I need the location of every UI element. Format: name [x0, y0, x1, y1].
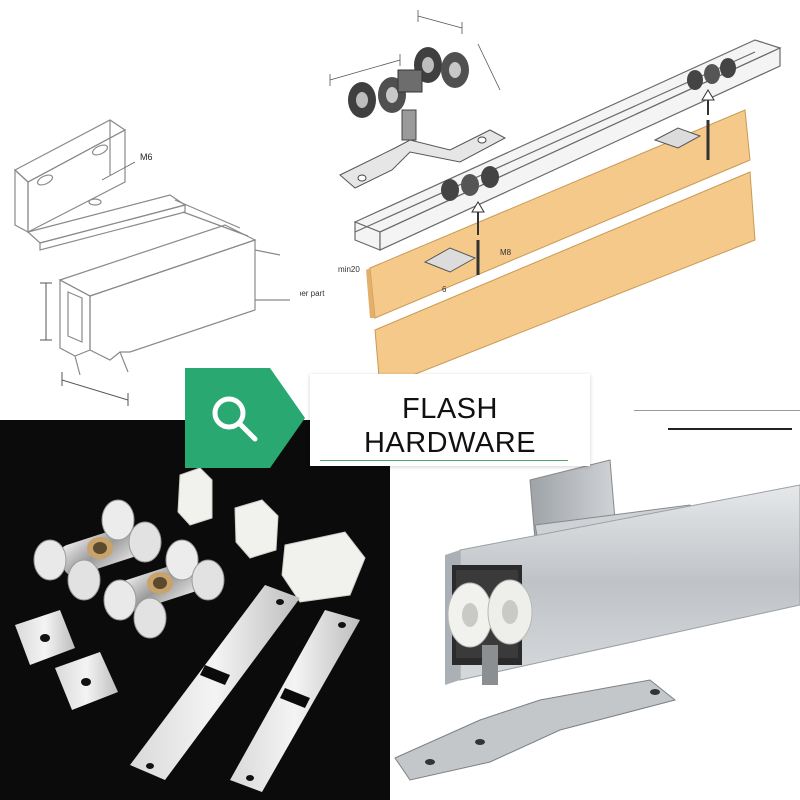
search-tab-shape [185, 368, 305, 468]
trolley-on-track-left [423, 166, 499, 275]
brand-banner: FLASH HARDWARE [185, 368, 591, 468]
label-upper-part: upper part [300, 289, 325, 298]
mounting-brackets [130, 585, 360, 792]
parts-photo [0, 420, 390, 800]
l-bracket-drawing [13, 119, 249, 251]
brand-underline [320, 460, 568, 461]
exploded-trolley [329, 10, 507, 189]
plastic-guides [177, 467, 366, 603]
bracket-rail-drawing: M6 [0, 0, 300, 420]
trolley-track-drawing: M8 min20 upper part 6 [300, 0, 800, 390]
trolley-wheel-set-1 [33, 499, 162, 601]
rail-wheels [447, 579, 533, 685]
label-6: 6 [442, 285, 447, 294]
label-m6: M6 [140, 152, 153, 162]
parts-photo-svg [15, 467, 366, 792]
search-tab[interactable] [185, 368, 305, 468]
brand-name: FLASH HARDWARE [310, 392, 590, 460]
divider-line-dark [668, 428, 792, 430]
label-m8: M8 [500, 248, 512, 257]
bottom-plate [394, 679, 677, 781]
trolley-wheel-set-2 [103, 539, 225, 639]
bracket-rail-svg: M6 [13, 119, 290, 406]
rail-photo-svg [394, 459, 800, 781]
door-panels [366, 109, 756, 389]
rail-profile-drawing [58, 224, 290, 376]
rail-photo [390, 390, 800, 800]
brand-line-2: HARDWARE [363, 427, 537, 459]
m6-leader [101, 161, 136, 181]
brand-name-box: FLASH HARDWARE [310, 374, 590, 466]
trolley-on-track-right [653, 58, 736, 160]
square-washers [15, 610, 118, 710]
brand-line-1: FLASH [402, 393, 498, 425]
trolley-track-svg: M8 min20 upper part 6 [300, 10, 782, 389]
divider-line [634, 410, 800, 411]
rail-dimension-lines [40, 282, 129, 406]
label-min20: min20 [338, 265, 360, 274]
search-icon [212, 396, 258, 442]
